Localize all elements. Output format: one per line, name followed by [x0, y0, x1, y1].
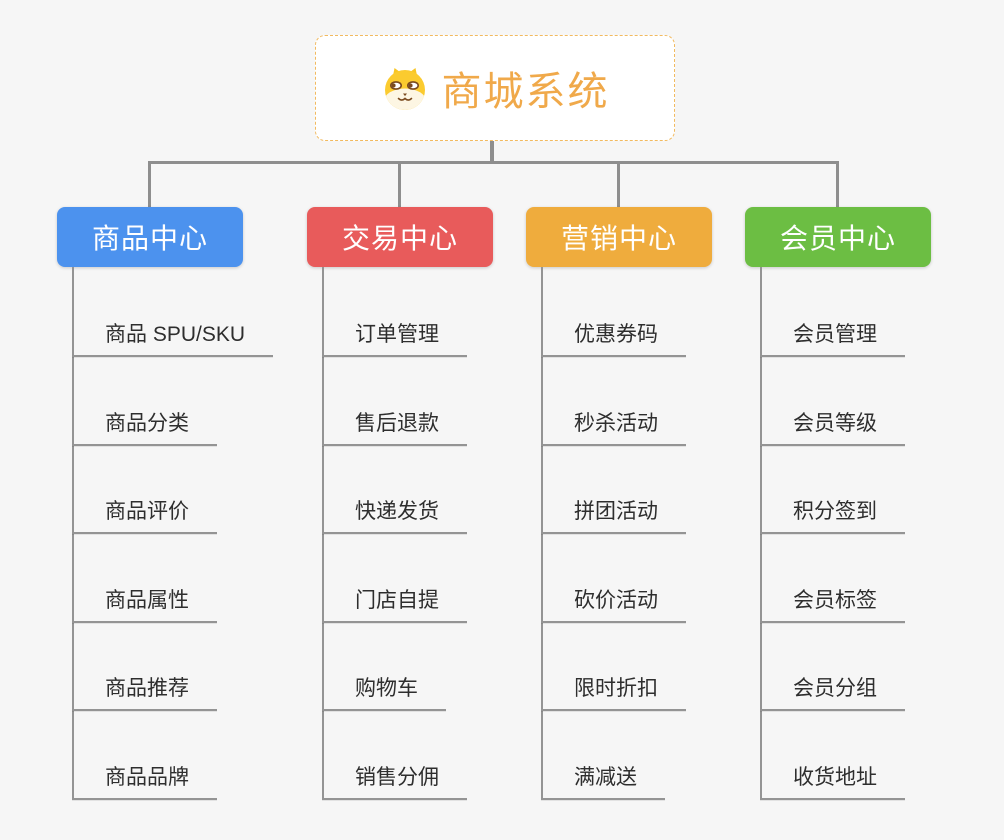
branch-node-member-center[interactable]: 会员中心 — [745, 207, 931, 267]
leaf-node[interactable]: 砍价活动 — [541, 585, 686, 623]
leaf-node[interactable]: 商品属性 — [72, 585, 217, 623]
dog-face-icon — [381, 66, 429, 110]
leaf-node[interactable]: 快递发货 — [322, 496, 467, 534]
leaf-node[interactable]: 商品分类 — [72, 408, 217, 446]
leaf-node[interactable]: 商品品牌 — [72, 762, 217, 800]
leaf-node[interactable]: 会员等级 — [760, 408, 905, 446]
leaf-node[interactable]: 商品 SPU/SKU — [72, 319, 274, 357]
leaf-node[interactable]: 会员管理 — [760, 319, 905, 357]
connector-root-stem — [490, 141, 494, 162]
leaf-node[interactable]: 会员分组 — [760, 673, 905, 711]
leaf-node[interactable]: 销售分佣 — [322, 762, 467, 800]
root-node[interactable]: 商城系统 — [315, 35, 675, 141]
leaf-node[interactable]: 会员标签 — [760, 585, 905, 623]
leaf-node[interactable]: 订单管理 — [322, 319, 467, 357]
connector-drop-branch1 — [148, 161, 151, 208]
leaf-node[interactable]: 满减送 — [541, 762, 665, 800]
connector-bus — [148, 161, 839, 164]
leaf-node[interactable]: 商品推荐 — [72, 673, 217, 711]
branch-node-product-center[interactable]: 商品中心 — [57, 207, 243, 267]
branch-node-marketing-center[interactable]: 营销中心 — [526, 207, 712, 267]
leaf-node[interactable]: 优惠券码 — [541, 319, 686, 357]
leaf-node[interactable]: 商品评价 — [72, 496, 217, 534]
branch-node-trade-center[interactable]: 交易中心 — [307, 207, 493, 267]
leaf-node[interactable]: 购物车 — [322, 673, 446, 711]
leaf-node[interactable]: 拼团活动 — [541, 496, 686, 534]
leaf-node[interactable]: 积分签到 — [760, 496, 905, 534]
leaf-node[interactable]: 收货地址 — [760, 762, 905, 800]
leaf-node[interactable]: 售后退款 — [322, 408, 467, 446]
connector-drop-branch4 — [836, 161, 839, 208]
leaf-node[interactable]: 门店自提 — [322, 585, 467, 623]
connector-drop-branch3 — [617, 161, 620, 208]
leaf-node[interactable]: 限时折扣 — [541, 673, 686, 711]
leaf-node[interactable]: 秒杀活动 — [541, 408, 686, 446]
root-title: 商城系统 — [441, 70, 610, 114]
connector-drop-branch2 — [398, 161, 401, 208]
